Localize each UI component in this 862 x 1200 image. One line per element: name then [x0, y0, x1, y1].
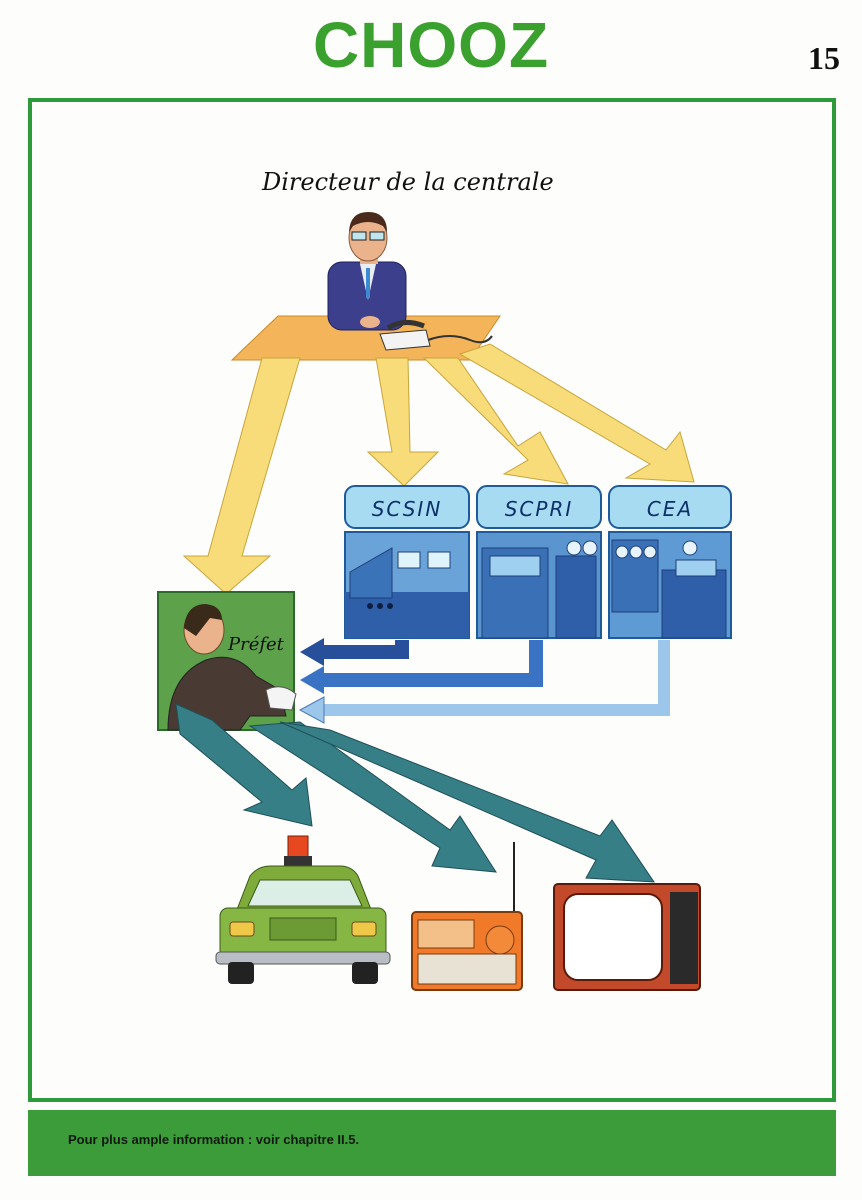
agency-to-prefect-arrows: [298, 638, 670, 724]
agency-cea: CEA: [608, 485, 732, 639]
television-icon: [553, 883, 701, 991]
agency-scsin: SCSIN: [344, 485, 470, 639]
info-footer: Pour plus ample information : voir chapi…: [28, 1110, 836, 1176]
agency-scpri: SCPRI: [476, 485, 602, 639]
page-number: 15: [808, 40, 840, 76]
telephone-icon: [379, 320, 493, 351]
notification-diagram: Directeur de la centrale SCSIN: [157, 168, 732, 991]
agency-label-cea: CEA: [647, 497, 693, 521]
page-title: CHOOZ: [312, 9, 550, 81]
police-car-icon: [215, 835, 391, 984]
prefect-figure: Préfet: [157, 591, 297, 731]
footer-info-text: Pour plus ample information : voir chapi…: [68, 1132, 360, 1147]
director-arrows: [182, 315, 695, 595]
prefect-broadcast-arrows: [175, 703, 655, 883]
agency-label-scpri: SCPRI: [505, 497, 574, 521]
diagram-frame: [28, 98, 836, 1102]
prefect-label: Préfet: [227, 634, 285, 655]
director-label: Directeur de la centrale: [261, 168, 554, 196]
radio-icon: [411, 842, 523, 991]
agency-label-scsin: SCSIN: [372, 497, 443, 521]
director-figure: [327, 212, 407, 331]
